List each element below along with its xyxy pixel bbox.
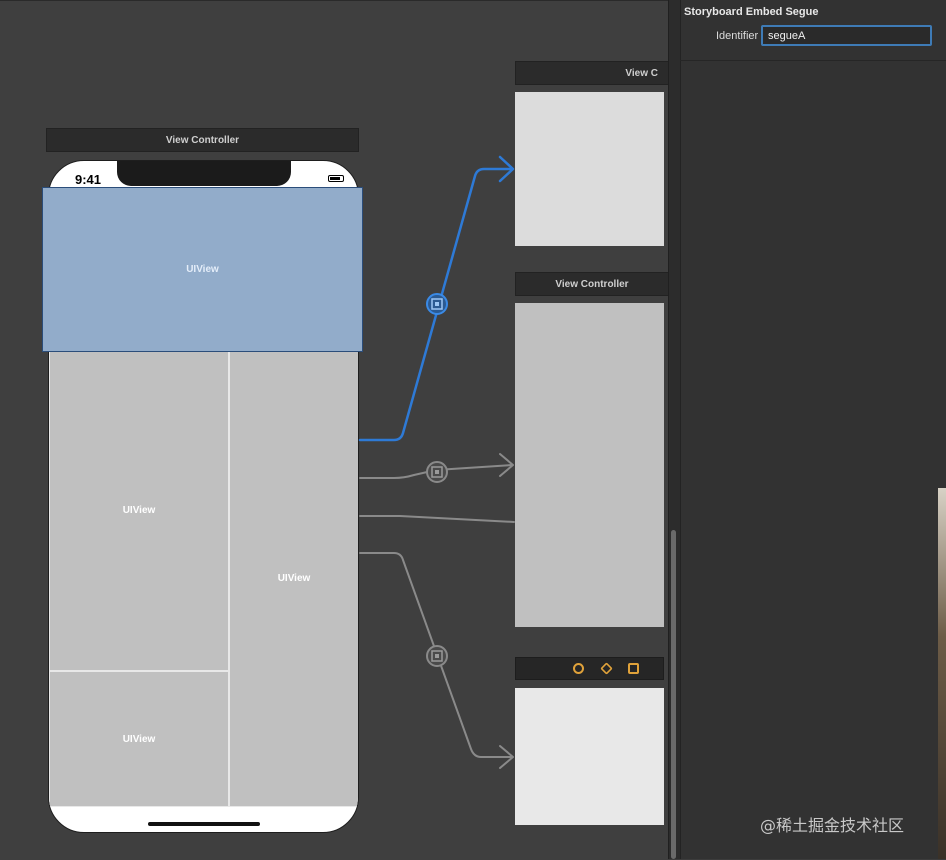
status-time: 9:41	[75, 172, 102, 187]
segue-arrowhead	[499, 745, 514, 769]
container-view-left[interactable]: UIView	[49, 349, 229, 671]
home-indicator	[148, 822, 260, 826]
dest-scene-3-view[interactable]	[515, 688, 664, 825]
scene-title-dest-2[interactable]: View Controller	[515, 272, 668, 296]
battery-icon	[328, 175, 344, 182]
container-view-bottom-left[interactable]: UIView	[49, 671, 229, 807]
section-title: Storyboard Embed Segue	[684, 6, 819, 18]
exit-icon[interactable]	[628, 663, 639, 674]
scene-title-label: View C	[625, 68, 658, 79]
attributes-inspector	[668, 0, 946, 859]
scrollbar-thumb[interactable]	[671, 530, 676, 859]
scene-title-main[interactable]: View Controller	[46, 128, 359, 152]
scene-title-label: View Controller	[165, 135, 240, 146]
identifier-field[interactable]	[761, 25, 932, 46]
view-label: UIView	[277, 572, 311, 584]
segue-arrowhead	[498, 155, 515, 183]
storyboard-canvas[interactable]: View Controller 9:41 UIView UIView UIVie…	[0, 0, 668, 860]
scene-dock	[515, 657, 664, 680]
container-view-right[interactable]: UIView	[229, 349, 358, 807]
scene-title-label: View Controller	[555, 279, 629, 290]
scene-title-dest-1[interactable]: View C	[515, 61, 668, 85]
view-controller-icon[interactable]	[573, 663, 584, 674]
iphone-frame: 9:41 UIView UIView UIView	[48, 160, 359, 833]
dest-scene-2-view[interactable]	[515, 303, 664, 627]
view-label: UIView	[122, 504, 156, 516]
container-view-top-selected[interactable]: UIView	[42, 187, 363, 352]
segue-badge-selected[interactable]	[426, 293, 448, 315]
view-label: UIView	[122, 733, 156, 745]
background-photo-strip	[938, 488, 946, 859]
watermark: @稀土掘金技术社区	[760, 816, 905, 835]
segue-arrowhead	[499, 453, 514, 477]
segue-badge-4[interactable]	[426, 645, 448, 667]
embed-segue-2[interactable]	[359, 464, 513, 479]
segue-arrows	[358, 155, 515, 769]
segue-badge-2[interactable]	[426, 461, 448, 483]
identifier-label: Identifier	[716, 30, 759, 42]
dest-scene-1-view[interactable]	[515, 92, 664, 246]
divider	[680, 60, 946, 61]
view-label: UIView	[186, 264, 219, 275]
embed-segue-3[interactable]	[359, 515, 515, 523]
notch	[117, 161, 291, 186]
